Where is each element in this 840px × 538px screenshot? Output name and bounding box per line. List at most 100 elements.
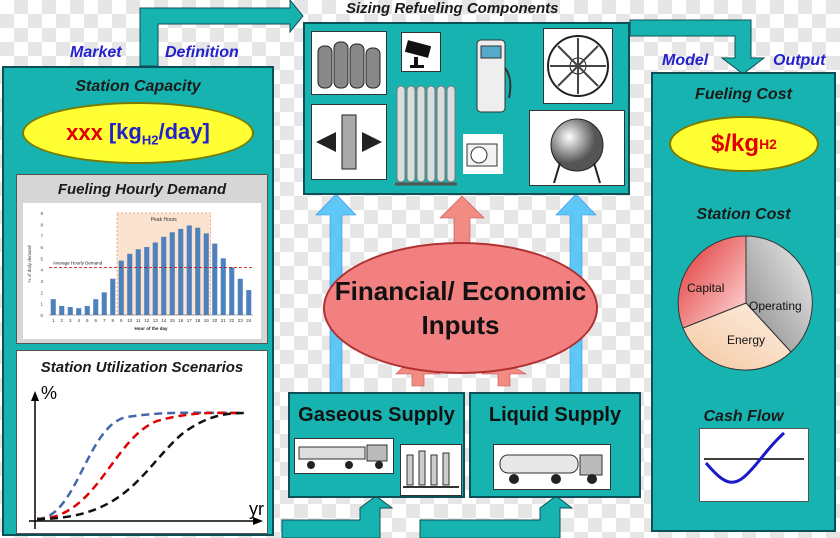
x-tick-label: 1 [52, 318, 55, 323]
pie-slice-operating [745, 235, 813, 353]
pump-box [463, 134, 503, 174]
x-tick-label: 20 [212, 318, 218, 323]
x-tick-label: 24 [246, 318, 252, 323]
x-tick-label: 21 [221, 318, 227, 323]
y-tick-label: 3 [40, 279, 43, 284]
pie-slice-capital [677, 235, 747, 329]
bottom-right-arrow [419, 495, 574, 538]
liquid-supply-title: Liquid Supply [488, 404, 622, 426]
liquid-tanker-box [493, 444, 611, 490]
dispenser-box [471, 38, 515, 114]
x-tick-label: 8 [111, 318, 114, 323]
x-tick-label: 13 [153, 318, 159, 323]
cash-flow-chart [704, 431, 804, 484]
bar-hour-17 [186, 225, 192, 315]
sizing-panel [303, 22, 630, 195]
bar-hour-12 [144, 247, 150, 315]
bar-hour-3 [67, 307, 73, 315]
x-axis-label: Hour of the day [134, 326, 167, 331]
y-tick-label: 9 [40, 211, 43, 216]
market-label: Market [70, 44, 122, 61]
utilization-panel: Station Utilization Scenarios % yr [16, 350, 268, 534]
y-tick-label: 0 [40, 313, 43, 318]
scenario-curve-black [36, 411, 246, 521]
pump-icon [466, 143, 498, 167]
x-tick-label: 23 [238, 318, 244, 323]
bar-hour-2 [59, 305, 65, 315]
financial-line2: Inputs [421, 310, 500, 340]
bar-hour-7 [101, 292, 107, 315]
compressor-skid-box [400, 444, 462, 496]
y-tick-label: 7 [40, 234, 43, 239]
bar-hour-24 [246, 290, 252, 315]
liquid-tanker-truck-icon [499, 454, 603, 484]
gaseous-supply-title: Gaseous Supply [298, 404, 455, 426]
y-axis-label: % [41, 383, 57, 403]
fan-box [543, 28, 613, 104]
gas-cylinders-box [311, 31, 387, 95]
capacity-value: xxx [66, 120, 103, 145]
y-tick-label: 2 [40, 290, 43, 295]
x-tick-label: 11 [136, 318, 141, 323]
bar-hour-10 [127, 253, 133, 315]
compressor-skid-icon [403, 450, 459, 488]
bar-hour-8 [110, 278, 116, 315]
pie-label-capital: Capital [687, 281, 724, 295]
bar-hour-9 [118, 260, 124, 315]
output-label: Output [773, 52, 826, 69]
bar-hour-18 [195, 227, 201, 315]
capacity-unit: [kgH2/day] [108, 118, 210, 148]
fueling-cost-value: $/kg [711, 130, 760, 157]
station-capacity-title: Station Capacity [75, 78, 201, 95]
sizing-title: Sizing Refueling Components [346, 0, 559, 17]
financial-inputs-ellipse: Financial/ Economic Inputs [323, 242, 598, 374]
utilization-title: Station Utilization Scenarios [40, 359, 244, 376]
x-tick-label: 7 [103, 318, 106, 323]
x-axis-arrow [253, 517, 263, 525]
fueling-cost-sub: H2 [759, 136, 777, 152]
pie-label-energy: Energy [727, 333, 765, 347]
peak-hours-label: Peak Hours [151, 217, 178, 223]
x-axis-label: yr [249, 499, 264, 519]
model-label: Model [662, 52, 709, 69]
bar-hour-22 [229, 267, 235, 315]
sizing-to-output-arrow [629, 19, 766, 75]
bar-hour-21 [220, 258, 226, 315]
liquid-supply-panel: Liquid Supply [469, 392, 641, 498]
gaseous-supply-panel: Gaseous Supply [288, 392, 465, 498]
tube-trailer-truck-icon [298, 444, 388, 469]
spherical-tank-box [529, 110, 625, 186]
x-tick-label: 5 [86, 318, 89, 323]
bar-hour-13 [152, 242, 158, 315]
cctv-box [401, 32, 441, 72]
y-axis-arrow [31, 391, 39, 401]
x-tick-label: 3 [69, 318, 72, 323]
financial-line1: Financial/ Economic [334, 276, 587, 306]
cctv-camera-icon [404, 40, 432, 68]
y-axis-label: % of daily demand [27, 245, 32, 283]
bar-hour-15 [169, 232, 175, 315]
x-tick-label: 12 [144, 318, 150, 323]
bar-hour-16 [178, 228, 184, 315]
bar-hour-20 [212, 243, 218, 315]
market-to-sizing-arrow [139, 0, 304, 67]
cash-flow-title: Cash Flow [703, 408, 784, 425]
station-cost-title: Station Cost [696, 206, 791, 223]
x-tick-label: 2 [60, 318, 63, 323]
bar-hour-5 [84, 305, 90, 315]
fan-icon [547, 35, 609, 97]
bar-hour-4 [76, 308, 82, 315]
pie-slice-energy [682, 302, 792, 371]
capacity-ellipse: xxx [kgH2/day] [22, 102, 254, 164]
hydrogen-dispenser-icon [476, 39, 512, 113]
definition-label: Definition [165, 44, 239, 61]
bar-hour-14 [161, 236, 167, 315]
x-tick-label: 14 [161, 318, 167, 323]
bar-hour-1 [50, 299, 56, 315]
bar-hour-6 [93, 299, 99, 315]
y-tick-label: 8 [40, 222, 43, 227]
